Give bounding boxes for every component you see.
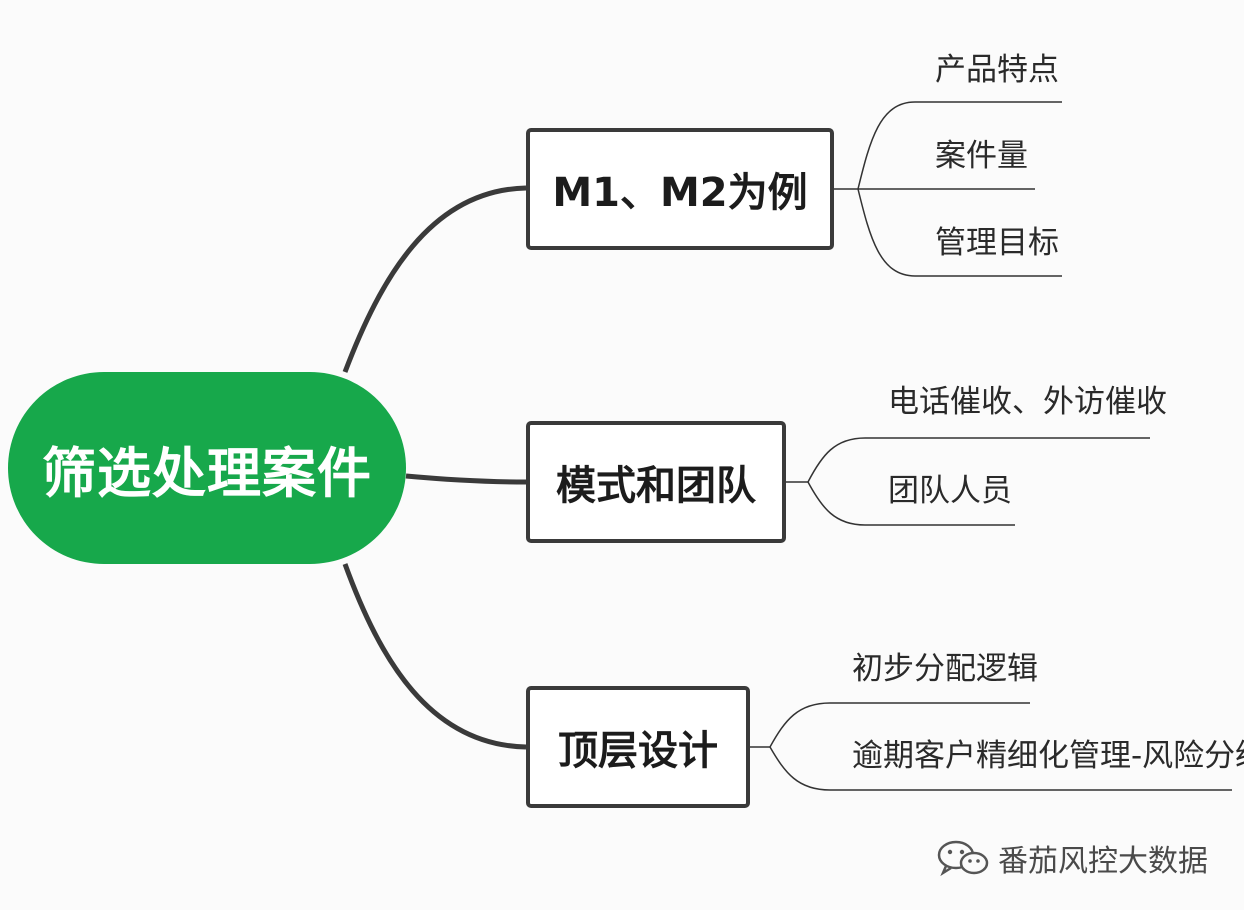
branch-node-2: 模式和团队 <box>526 421 786 543</box>
branch-3-leaf-2-line <box>769 746 1232 791</box>
root-to-branch-2-line <box>405 473 527 485</box>
branch-1-leaf-3-line <box>857 188 1062 277</box>
leaf-node: 初步分配逻辑 <box>852 651 1038 687</box>
leaf-node: 团队人员 <box>888 473 1012 509</box>
watermark-text: 番茄风控大数据 <box>998 844 1208 879</box>
leaf-node: 逾期客户精细化管理-风险分级 <box>852 738 1244 774</box>
branch-node-1: M1、M2为例 <box>526 128 834 250</box>
leaf-node: 电话催收、外访催收 <box>888 384 1167 420</box>
leaf-node: 案件量 <box>935 138 1028 174</box>
root-to-branch-1-line <box>342 185 527 373</box>
leaf-node: 管理目标 <box>935 225 1059 261</box>
root-to-branch-3-line <box>342 563 527 750</box>
root-node: 筛选处理案件 <box>8 372 406 564</box>
branch-1-leaf-1-line <box>857 101 1062 190</box>
branch-3-leaf-1-line <box>769 702 1030 748</box>
leaf-node: 产品特点 <box>935 52 1059 88</box>
root-node-label: 筛选处理案件 <box>42 441 372 505</box>
branch-node-2-label: 模式和团队 <box>556 463 756 509</box>
branch-node-1-label: M1、M2为例 <box>552 170 808 216</box>
branch-node-3-label: 顶层设计 <box>558 728 718 774</box>
watermark: 番茄风控大数据 <box>934 836 1208 880</box>
branch-node-3: 顶层设计 <box>526 686 750 808</box>
wechat-icon <box>937 840 989 877</box>
branch-2-leaf-1-line <box>807 437 1150 483</box>
branch-2-leaf-2-line <box>807 481 1015 526</box>
